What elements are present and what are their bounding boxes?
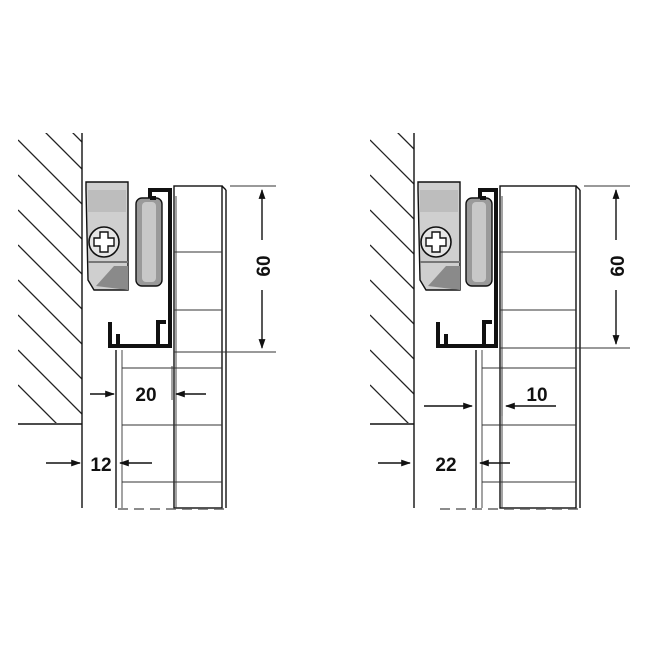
left-horizontal-label: 20 bbox=[135, 385, 156, 406]
left-bottom-label: 12 bbox=[90, 455, 111, 476]
right-profile-lip bbox=[444, 320, 492, 346]
left-bottom-dimension: 12 bbox=[46, 455, 152, 476]
left-screw-icon bbox=[88, 226, 120, 258]
right-detail: 60 10 22 bbox=[370, 133, 630, 510]
right-bottom-dimension: 22 bbox=[378, 455, 510, 476]
right-roller bbox=[465, 197, 493, 287]
right-screw-icon bbox=[420, 226, 452, 258]
right-height-label: 60 bbox=[608, 255, 629, 276]
left-height-label: 60 bbox=[254, 255, 275, 276]
left-wall-hatching bbox=[18, 133, 82, 423]
left-height-dimension: 60 bbox=[174, 185, 276, 353]
left-detail: 60 20 12 bbox=[18, 133, 276, 510]
right-door-panel bbox=[482, 185, 581, 509]
right-horizontal-label: 10 bbox=[526, 385, 547, 406]
right-wall-hatching bbox=[370, 133, 414, 423]
right-bottom-label: 22 bbox=[435, 455, 456, 476]
left-roller bbox=[135, 197, 163, 287]
left-profile-lip bbox=[116, 320, 166, 346]
right-hanging-profile bbox=[436, 188, 498, 348]
left-horizontal-dimension: 20 bbox=[90, 366, 206, 406]
right-horizontal-dimension: 10 bbox=[424, 366, 556, 416]
right-height-dimension: 60 bbox=[500, 185, 630, 349]
left-hanging-profile bbox=[108, 188, 172, 348]
